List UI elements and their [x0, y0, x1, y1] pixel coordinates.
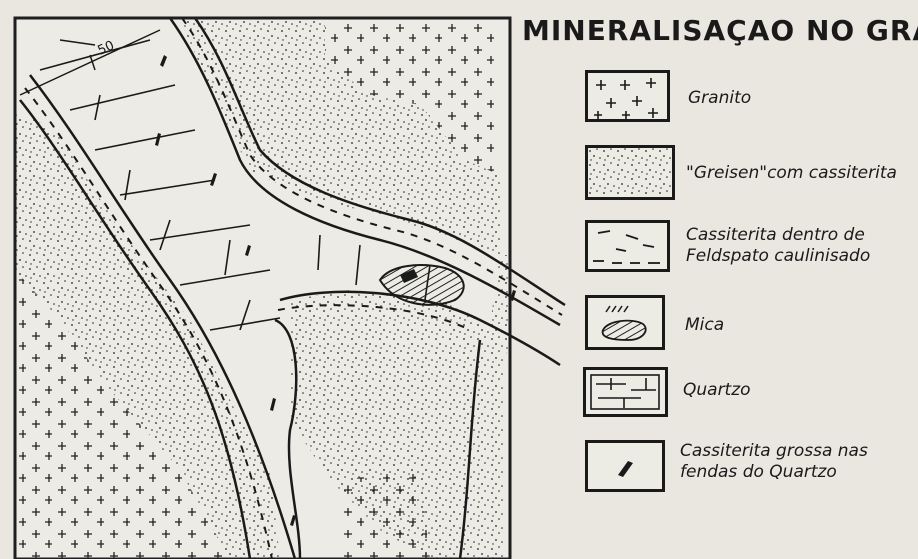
legend-box-feldspato: [585, 220, 670, 272]
legend-label-quartzo: Quartzo: [683, 380, 751, 400]
legend-label-greisen: "Greisen"com cassiterita: [686, 163, 897, 183]
legend-box-mica: [585, 295, 665, 350]
quartz-blocks-icon: [586, 370, 666, 415]
legend-label-feldspato-line2: Feldspato caulinisado: [686, 246, 870, 266]
legend-box-granito: [585, 70, 670, 122]
legend-label-cassiterita-grossa-line2: fendas do Quartzo: [680, 462, 837, 482]
legend-box-cassiterita-grossa: [585, 440, 665, 492]
legend-label-cassiterita-grossa-line1: Cassiterita grossa nas: [680, 441, 868, 461]
plus-pattern-icon: [588, 73, 668, 120]
legend-label-feldspato-line1: Cassiterita dentro de: [686, 225, 865, 245]
legend-label-granito: Granito: [688, 88, 751, 108]
diagram-title: MINERALISAÇAO NO GRANIT: [522, 14, 918, 54]
legend-box-quartzo: [583, 367, 668, 417]
stipple-pattern-icon: [588, 148, 673, 198]
black-streak-icon: [588, 443, 663, 490]
legend-box-greisen: [585, 145, 675, 200]
granite-patch: [340, 470, 430, 559]
dash-pattern-icon: [588, 223, 668, 270]
legend-label-mica: Mica: [685, 315, 724, 335]
mica-icon: [588, 298, 663, 348]
